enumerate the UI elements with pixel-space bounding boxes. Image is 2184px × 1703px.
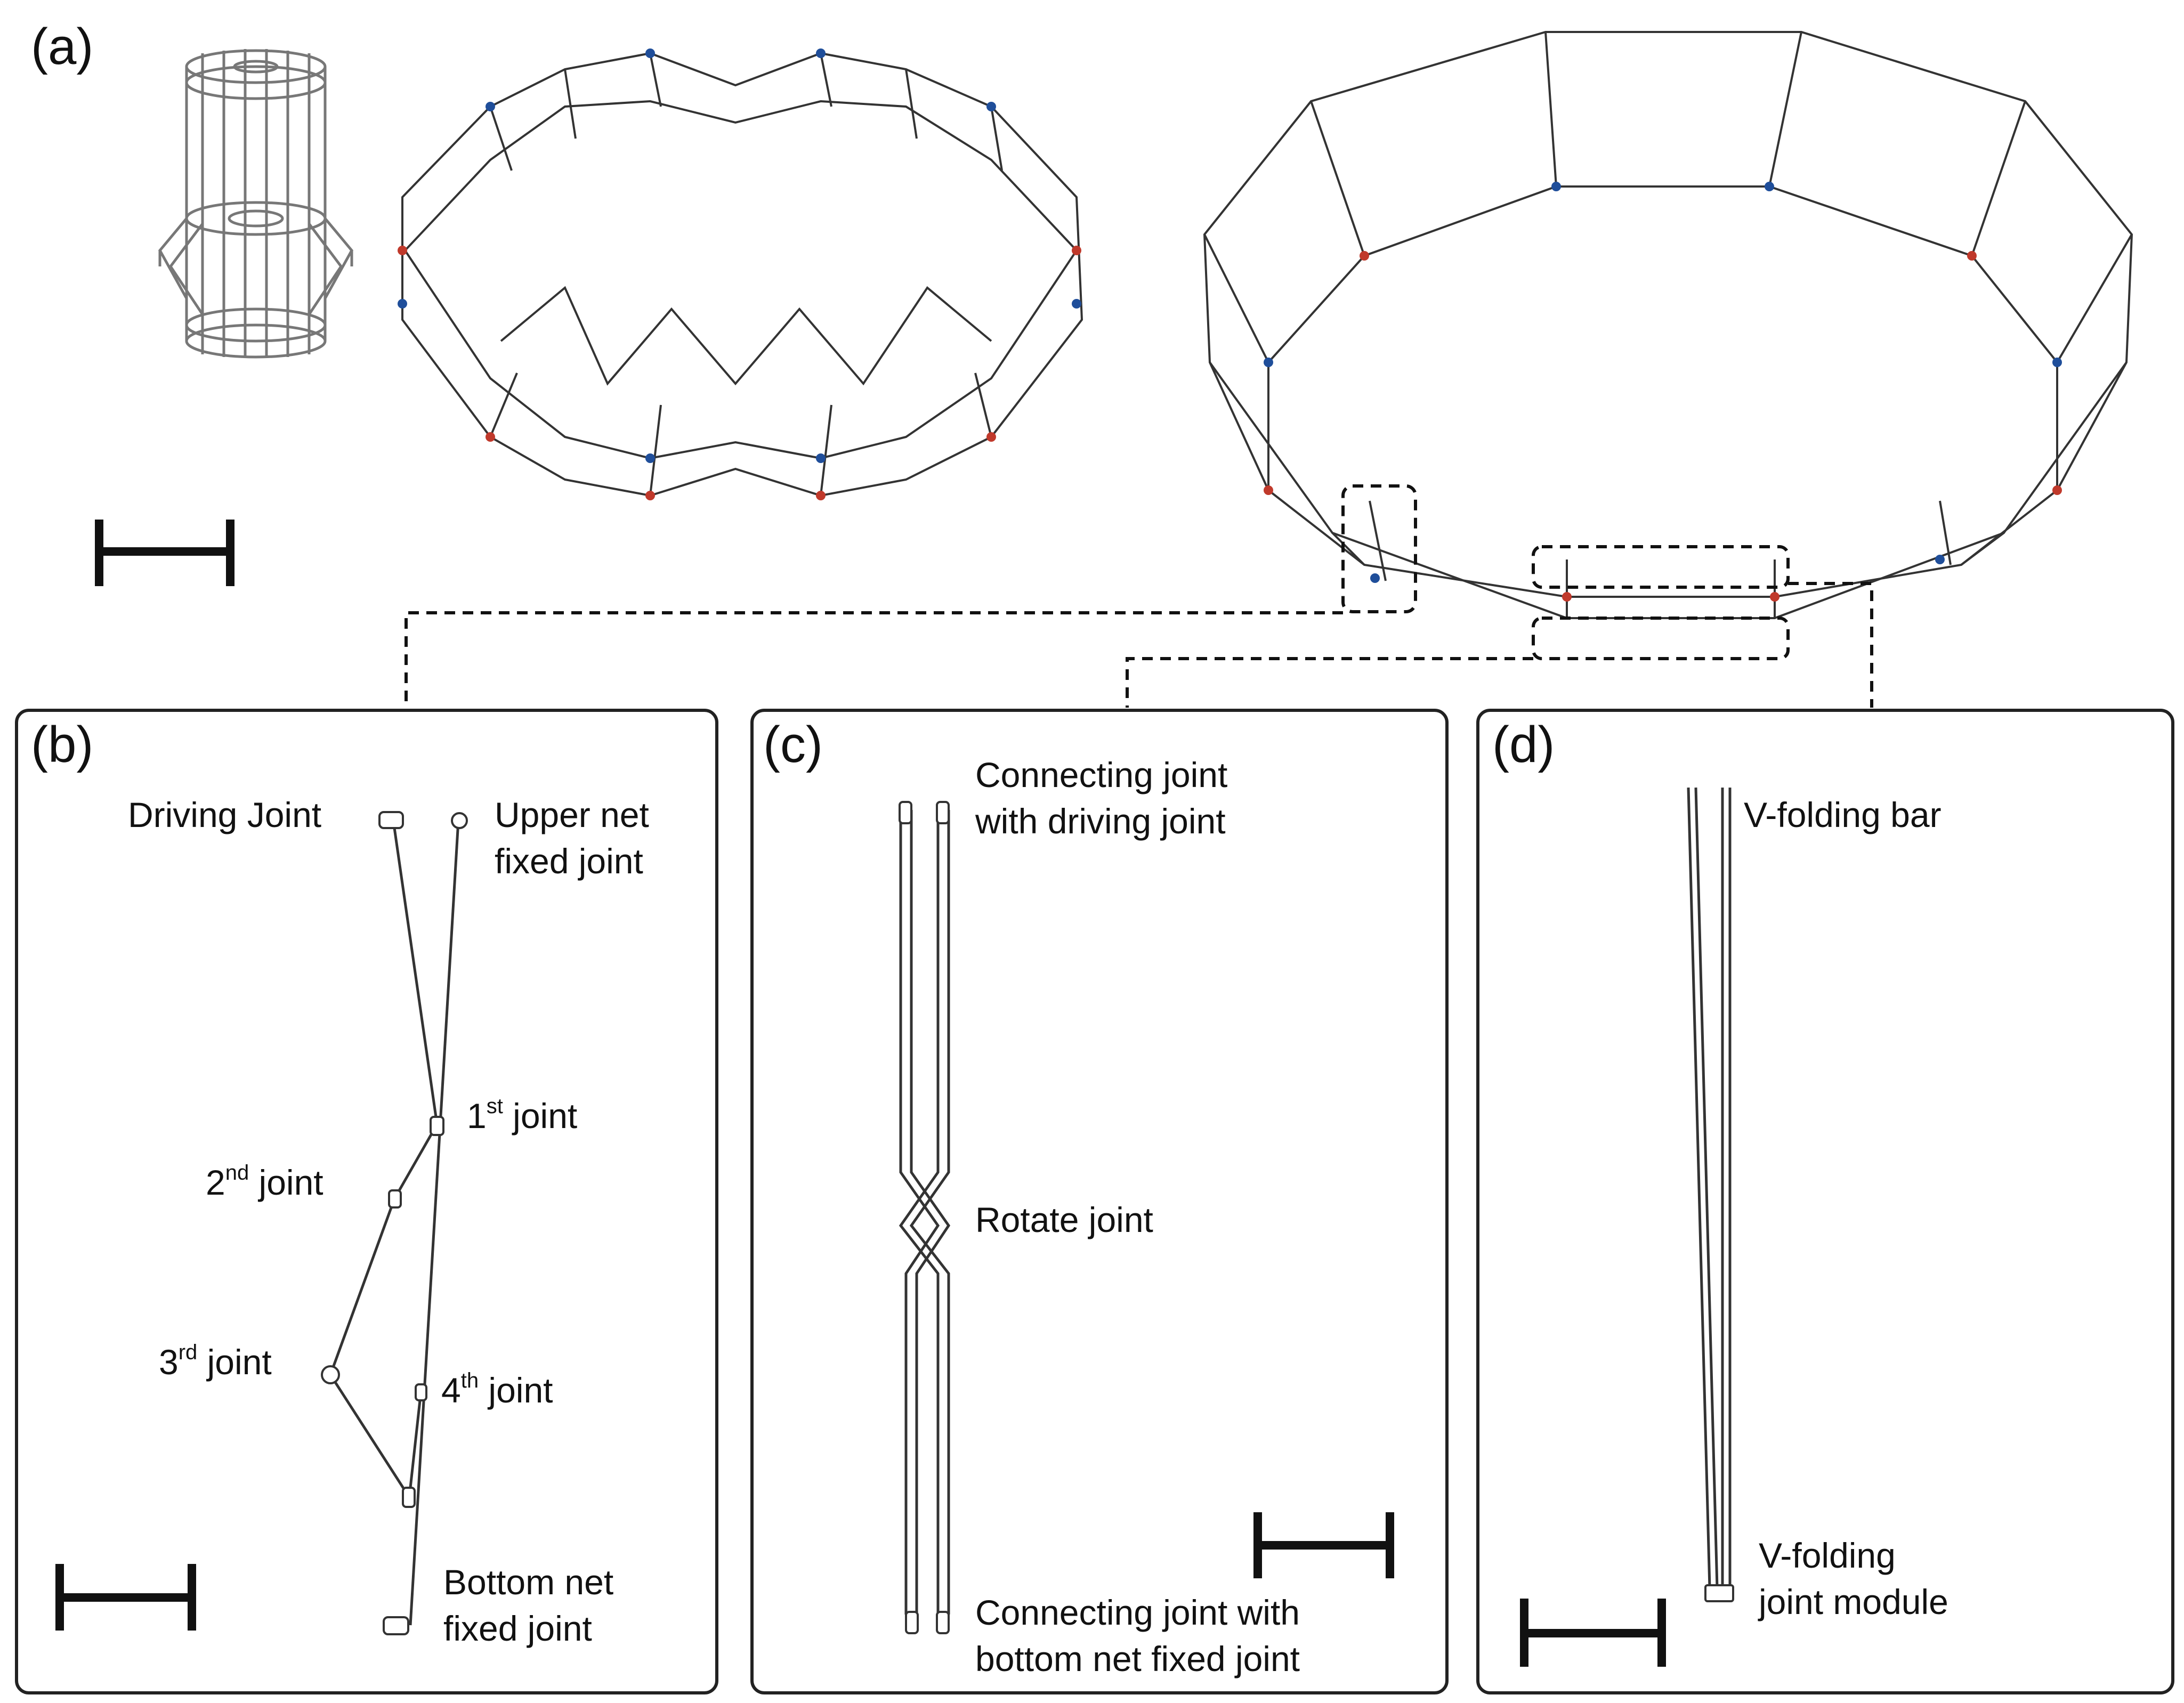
partially-deployed-ring-icon — [401, 52, 1083, 497]
label-1st-joint: 1st joint — [467, 1094, 578, 1136]
label-bottom-net-2: fixed joint — [443, 1609, 592, 1648]
connector-b — [405, 611, 1343, 708]
label-connecting-driving-1: Connecting joint — [975, 755, 1228, 794]
label-connecting-bottom-2: bottom net fixed joint — [975, 1639, 1300, 1678]
label-4th-joint: 4th joint — [441, 1369, 553, 1410]
label-bottom-net-1: Bottom net — [443, 1562, 614, 1602]
label-driving-joint: Driving Joint — [128, 795, 322, 834]
label-upper-net-1: Upper net — [495, 795, 649, 834]
panel-c — [750, 709, 1449, 1694]
connector-d — [1788, 582, 1873, 708]
panel-c-label: (c) — [763, 716, 823, 773]
callout-box-d — [1532, 545, 1790, 589]
label-connecting-driving-2: with driving joint — [975, 801, 1226, 841]
panel-a-figure — [95, 31, 2133, 708]
panel-b-label: (b) — [31, 716, 94, 773]
label-v-folding-module-2: joint module — [1759, 1582, 1948, 1621]
label-upper-net-2: fixed joint — [495, 841, 643, 881]
callout-box-c — [1532, 617, 1790, 660]
folded-truss-model-icon — [158, 49, 354, 359]
panel-d — [1476, 709, 2174, 1694]
connector-c — [1126, 657, 1533, 708]
label-v-folding-module-1: V-folding — [1759, 1536, 1896, 1575]
scale-bar-a-icon — [95, 520, 234, 586]
label-rotate-joint: Rotate joint — [975, 1200, 1153, 1239]
callout-box-b — [1341, 484, 1417, 613]
label-2nd-joint: 2nd joint — [206, 1161, 323, 1202]
label-3rd-joint: 3rd joint — [159, 1341, 272, 1382]
joint-markers-right — [1264, 182, 2062, 602]
label-v-folding-bar: V-folding bar — [1744, 795, 1942, 834]
joint-markers-middle — [398, 48, 1081, 500]
panel-a-label: (a) — [31, 18, 94, 75]
label-connecting-bottom-1: Connecting joint with — [975, 1593, 1300, 1632]
panel-d-label: (d) — [1492, 716, 1555, 773]
